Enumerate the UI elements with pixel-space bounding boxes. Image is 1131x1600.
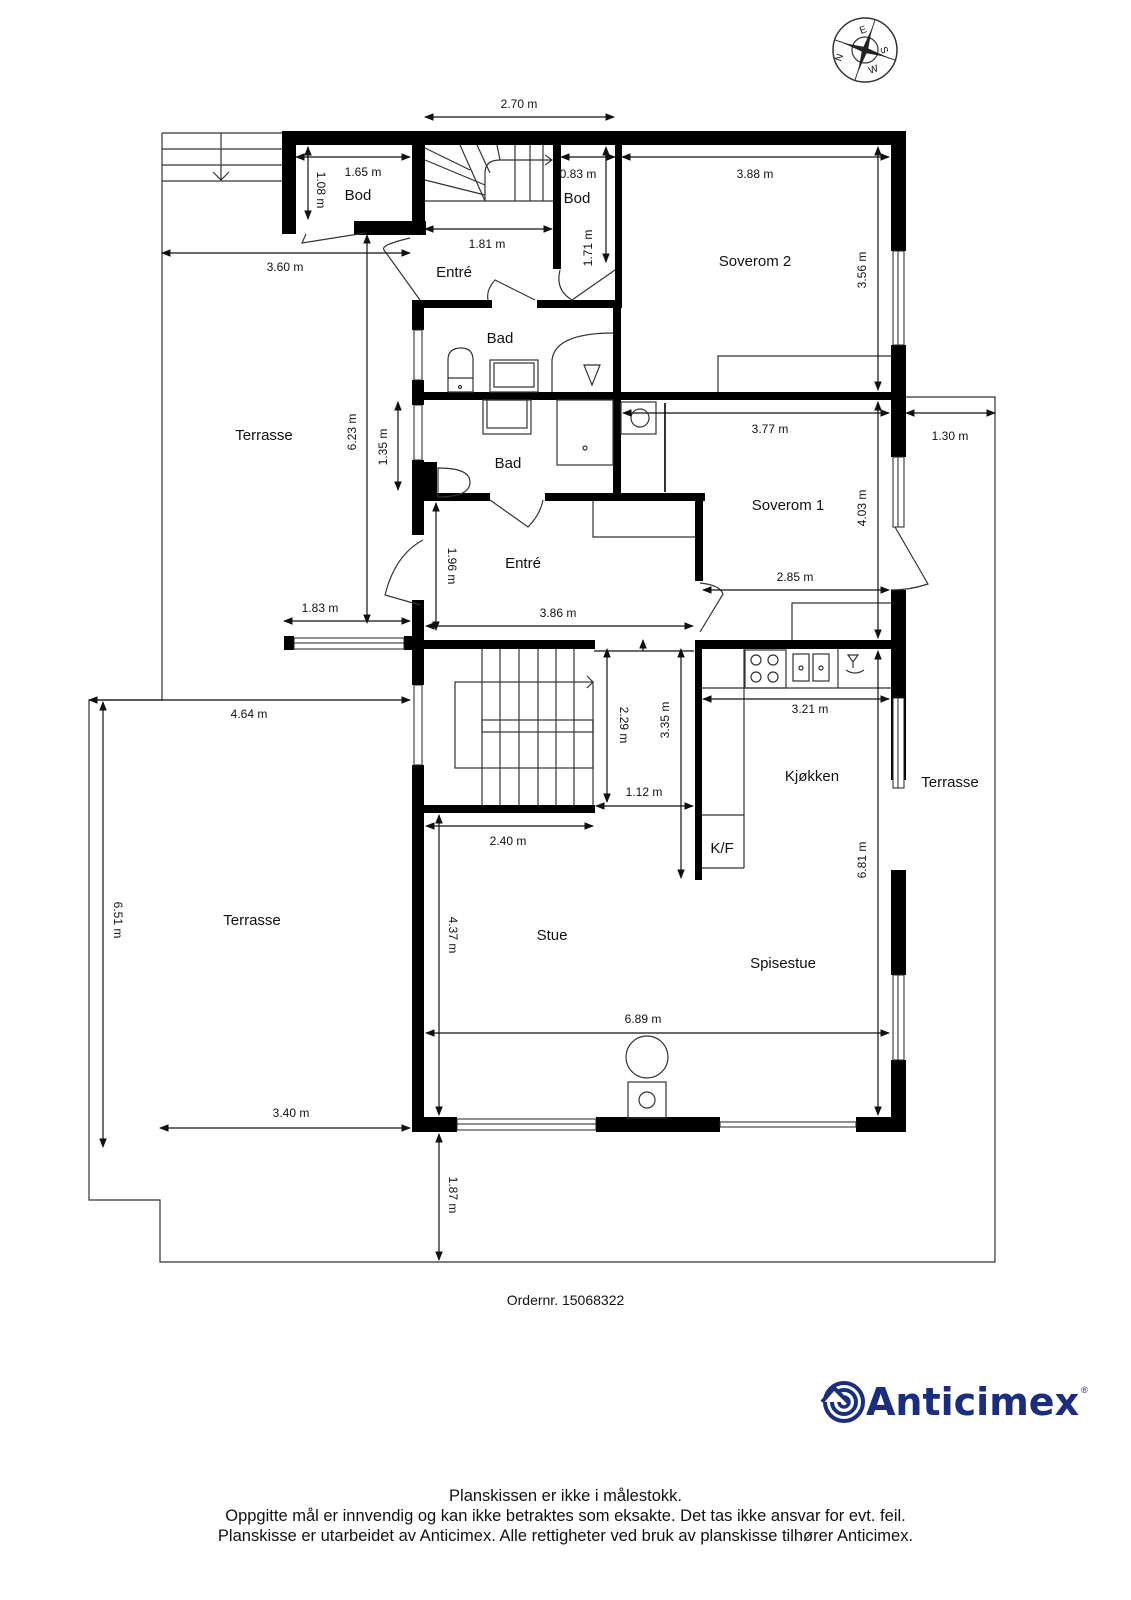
anticimex-logo-icon — [820, 1381, 865, 1423]
dimension-lines — [88, 113, 996, 1261]
dim-label: 1.30 m — [932, 429, 969, 443]
dim-label: 1.65 m — [345, 165, 382, 179]
dim-label: 1.08 m — [314, 172, 328, 209]
dim-label: 1.96 m — [445, 548, 459, 585]
dim-label: 4.64 m — [231, 707, 268, 721]
room-label-terrasse-lower: Terrasse — [223, 912, 281, 929]
fireplace — [625, 1035, 669, 1119]
room-label-terrasse-upper: Terrasse — [235, 427, 293, 444]
dim-label: 3.60 m — [267, 260, 304, 274]
dim-label: 1.12 m — [626, 785, 663, 799]
dim-label: 4.37 m — [446, 917, 460, 954]
room-label-terrasse-right: Terrasse — [921, 774, 979, 791]
dim-label: 1.35 m — [376, 429, 390, 466]
dim-label: 2.29 m — [617, 707, 631, 744]
stairs-lower — [454, 649, 594, 805]
closets — [592, 355, 892, 640]
dim-label: 3.40 m — [273, 1106, 310, 1120]
dim-label: 3.21 m — [792, 702, 829, 716]
room-label-bod-left: Bod — [345, 187, 372, 204]
disclaimer-line-3: Planskisse er utarbeidet av Anticimex. A… — [217, 1527, 914, 1545]
compass-w: W — [867, 63, 880, 77]
room-labels: Bod Bod Entré Bad Bad Entré Soverom 2 So… — [223, 187, 979, 972]
dim-label: 1.71 m — [581, 230, 595, 267]
stairs-upper — [424, 144, 554, 202]
disclaimer-line-1: Planskissen er ikke i målestokk. — [449, 1487, 682, 1505]
walls — [282, 131, 906, 1132]
bathroom-fixtures — [437, 332, 666, 498]
compass-n: N — [833, 52, 846, 63]
dim-label: 0.83 m — [560, 167, 597, 181]
dim-label: 2.85 m — [777, 570, 814, 584]
brand-name: Anticimex — [866, 1380, 1080, 1424]
dim-label: 6.89 m — [625, 1012, 662, 1026]
order-number: Ordernr. 15068322 — [506, 1292, 625, 1308]
kitchen-fixtures — [702, 649, 892, 869]
room-label-kjokken: Kjøkken — [785, 768, 839, 785]
room-label-spisestue: Spisestue — [750, 955, 816, 972]
dim-label: 6.51 m — [111, 902, 125, 939]
room-label-stue: Stue — [537, 927, 568, 944]
dim-label: 2.70 m — [501, 97, 538, 111]
anticimex-logo: Anticimex ® — [820, 1378, 1088, 1426]
dim-label: 3.86 m — [540, 606, 577, 620]
dim-label: 3.88 m — [737, 167, 774, 181]
dim-label: 6.23 m — [345, 414, 359, 451]
windows — [293, 250, 905, 1131]
dim-label: 1.87 m — [446, 1177, 460, 1214]
room-label-bad-top: Bad — [487, 330, 514, 347]
compass-s: S — [877, 45, 890, 55]
room-label-soverom-2: Soverom 2 — [719, 253, 792, 270]
room-label-bod-right: Bod — [564, 190, 591, 207]
dim-label: 4.03 m — [855, 490, 869, 527]
registered-mark: ® — [1081, 1385, 1088, 1395]
dim-label: 3.56 m — [855, 252, 869, 289]
dim-label: 6.81 m — [855, 842, 869, 879]
dim-label: 1.81 m — [469, 237, 506, 251]
compass-icon: E S W N — [832, 17, 898, 83]
compass-e: E — [858, 24, 868, 37]
room-label-kf: K/F — [710, 840, 733, 857]
disclaimer: Planskissen er ikke i målestokk. Oppgitt… — [0, 1486, 1131, 1546]
room-label-soverom-1: Soverom 1 — [752, 497, 825, 514]
dim-label: 1.83 m — [302, 601, 339, 615]
dim-label: 3.35 m — [658, 702, 672, 739]
dim-label: 2.40 m — [490, 834, 527, 848]
disclaimer-line-2: Oppgitte mål er innvendig og kan ikke be… — [225, 1507, 906, 1525]
dim-label: 3.77 m — [752, 422, 789, 436]
dimension-labels: 2.70 m 1.65 m 1.08 m 0.83 m 3.88 m 1.81 … — [111, 97, 968, 1213]
room-label-entre-top: Entré — [436, 264, 472, 281]
doors — [301, 232, 929, 633]
room-label-entre-mid: Entré — [505, 555, 541, 572]
room-label-bad-bottom: Bad — [495, 455, 522, 472]
